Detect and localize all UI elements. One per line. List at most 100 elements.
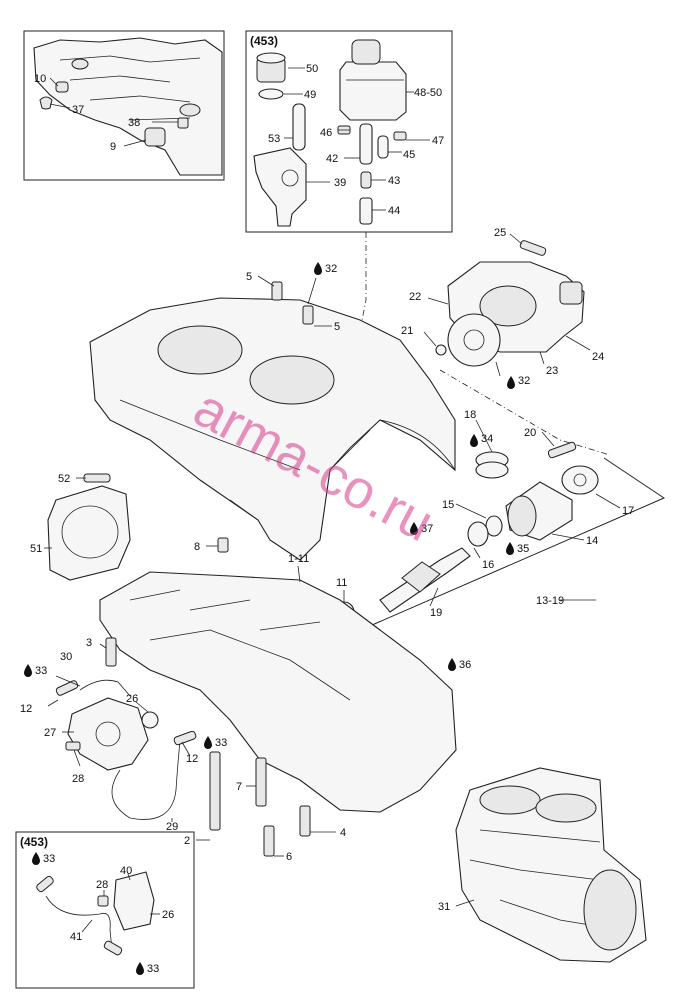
callout-42: 42 (326, 153, 338, 165)
inset-top-left: 10 37 38 9 (23, 30, 225, 181)
oil-drop-icon (32, 852, 40, 865)
screw-5 (271, 281, 283, 301)
callout-13-19: 13-19 (536, 595, 564, 607)
callout-32: 32 (518, 375, 530, 387)
callout-10: 10 (34, 73, 46, 85)
callout-14: 14 (586, 535, 598, 547)
callout-16: 16 (482, 559, 494, 571)
part-45-hose (377, 135, 389, 159)
callout-21: 21 (401, 325, 413, 337)
part-49-washer (258, 88, 284, 100)
callout-33: 33 (215, 737, 227, 749)
part-10 (55, 81, 69, 93)
part-38 (177, 117, 189, 129)
callout-52: 52 (58, 473, 70, 485)
callout-6: 6 (286, 851, 292, 863)
part-26-oring (141, 711, 159, 729)
part-20-bolt (547, 441, 577, 459)
part-40-plate (113, 871, 155, 931)
callout-26: 26 (126, 693, 138, 705)
upper-crankcase (89, 281, 456, 561)
callout-1-11: 1-11 (288, 553, 309, 565)
part-39-bracket (253, 147, 307, 227)
callout-44: 44 (388, 205, 400, 217)
callout-34: 34 (481, 433, 493, 445)
part-28-screw (97, 895, 109, 907)
part-27-pump (67, 697, 149, 771)
part-43 (360, 171, 372, 189)
part-22-impeller (447, 313, 501, 367)
callout-48-50: 48-50 (414, 87, 442, 99)
callout-33: 33 (43, 853, 55, 865)
oil-drop-icon (136, 962, 144, 975)
callout-45: 45 (403, 149, 415, 161)
callout-32: 32 (325, 263, 337, 275)
assembled-engine-31: 31 (438, 767, 647, 963)
callout-37: 37 (421, 523, 433, 535)
callout-46: 46 (320, 127, 332, 139)
callout-26: 26 (162, 909, 174, 921)
callout-8: 8 (194, 541, 200, 553)
oil-drop-icon (410, 522, 418, 535)
part-6-bolt (263, 825, 275, 857)
oil-drop-icon (448, 658, 456, 671)
inset-frame (23, 30, 225, 181)
group-bracket-13-19 (355, 457, 666, 633)
callout-50: 50 (306, 63, 318, 75)
callout-35: 35 (517, 543, 529, 555)
inset-frame (245, 30, 453, 233)
callout-4: 4 (340, 827, 346, 839)
callout-2: 2 (184, 835, 190, 847)
inset-title: (453) (20, 835, 48, 849)
part-4-bolt (299, 805, 311, 837)
part-51-gasket (47, 485, 131, 581)
part-42-hose (359, 123, 373, 165)
callout-22: 22 (409, 291, 421, 303)
callout-29: 29 (166, 821, 178, 833)
callout-24: 24 (592, 351, 604, 363)
callout-36: 36 (459, 659, 471, 671)
callout-39: 39 (334, 177, 346, 189)
gasket-group: 52 51 (30, 473, 131, 581)
part-12-fitting (173, 730, 197, 746)
rotary-valve-group: 18 34 20 17 15 37 35 14 16 11 19 8 13-19 (333, 409, 666, 647)
part-2-bolt (209, 751, 221, 831)
water-pump-group: 25 22 21 24 23 32 (401, 227, 611, 456)
callout-31: 31 (438, 901, 450, 913)
callout-53: 53 (268, 133, 280, 145)
callout-30: 30 (60, 651, 72, 663)
callout-17: 17 (622, 505, 634, 517)
callout-33: 33 (147, 963, 159, 975)
lower-crankcase-body (99, 571, 457, 813)
part-9-grommet (144, 127, 166, 147)
part-28-screw (65, 741, 81, 751)
part-48-50-reservoir (339, 61, 407, 121)
inset-bottom-left-453: (453) 33 40 28 26 41 33 (15, 831, 195, 989)
oil-drop-icon (204, 736, 212, 749)
part-44 (359, 197, 373, 225)
part-17-cover (561, 465, 599, 495)
part-21-oring (435, 344, 447, 356)
callout-15: 15 (442, 499, 454, 511)
callout-25: 25 (494, 227, 506, 239)
part-52-bolt (83, 473, 111, 483)
callout-11: 11 (336, 577, 347, 589)
callout-12: 12 (20, 703, 32, 715)
callout-28: 28 (72, 773, 84, 785)
engine-fragment (33, 37, 223, 176)
callout-18: 18 (464, 409, 476, 421)
part-16-bearing (467, 521, 489, 547)
callout-3: 3 (86, 637, 92, 649)
callout-41: 41 (70, 931, 82, 943)
part-3-stud (105, 637, 117, 667)
callout-40: 40 (120, 865, 132, 877)
callout-47: 47 (432, 135, 444, 147)
inset-title: (453) (250, 34, 278, 48)
callout-5: 5 (246, 271, 252, 283)
part-37 (39, 96, 53, 110)
part-12-fitting (55, 680, 79, 696)
part-53-tube (292, 103, 306, 151)
callout-23: 23 (546, 365, 558, 377)
oil-pump-group: 33 30 12 26 27 33 28 12 29 (20, 651, 227, 833)
